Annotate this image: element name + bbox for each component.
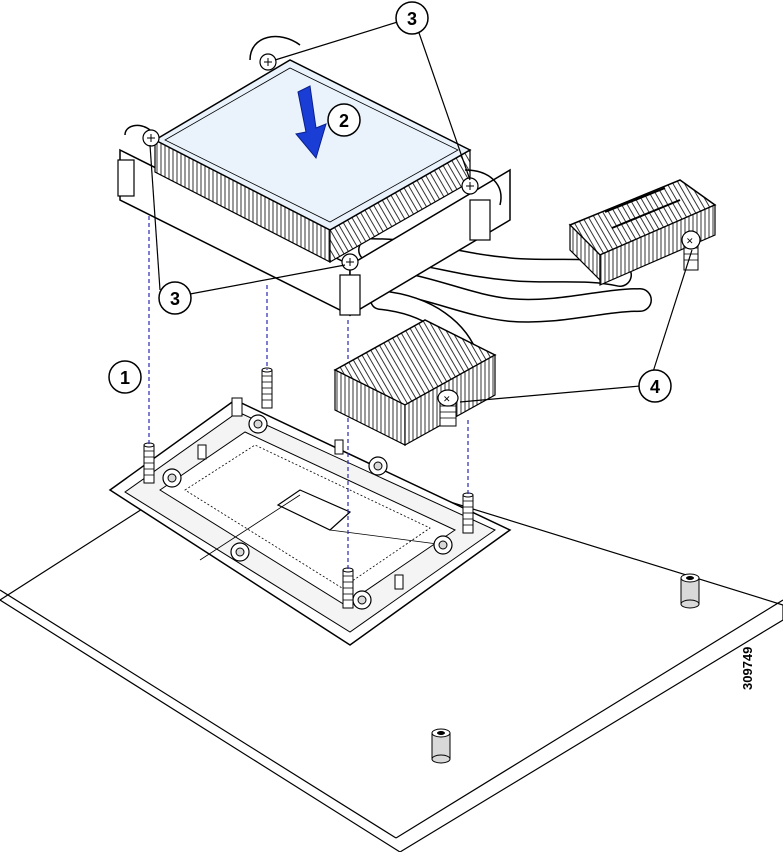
callout-label: 3: [407, 9, 417, 29]
svg-text:✕: ✕: [443, 395, 451, 405]
main-heatsink: [117, 35, 511, 317]
socket-screw: [248, 414, 268, 434]
alignment-guides: [148, 195, 469, 570]
callout-3-left: 3: [158, 281, 192, 315]
remote-heatsink: [568, 179, 717, 286]
callout-label: 3: [170, 289, 180, 309]
callout-label: 1: [120, 368, 130, 388]
callout-2: 2: [327, 103, 361, 137]
callout-label: 2: [339, 111, 349, 131]
remote-heatsink-screw: ✕: [681, 230, 701, 271]
heatsink-screw: [142, 129, 160, 147]
callout-leaders: [149, 19, 693, 403]
socket-screw: [368, 456, 388, 476]
heatsink-screw: [341, 253, 359, 271]
figure-id: 309749: [740, 647, 755, 690]
threaded-stud: [261, 367, 273, 409]
heatsink-screw: [461, 177, 479, 195]
socket-screw: [433, 535, 453, 555]
heatsink-screw: [259, 53, 277, 71]
threaded-stud: [462, 492, 474, 534]
threaded-stud: [143, 442, 155, 484]
svg-text:✕: ✕: [686, 237, 694, 247]
callout-4: 4: [638, 369, 672, 403]
motherboard-standoff: [431, 728, 451, 764]
socket-screw: [352, 590, 372, 610]
socket-screw: [230, 542, 250, 562]
socket-screw: [162, 468, 182, 488]
down-arrow-icon: [295, 85, 327, 160]
callout-label: 4: [650, 377, 660, 397]
auxiliary-heatsink-screw: ✕: [437, 389, 459, 427]
cpu-socket: [108, 397, 512, 646]
motherboard-standoff: [680, 573, 700, 609]
callout-3-top: 3: [395, 1, 429, 35]
callout-1: 1: [108, 360, 142, 394]
threaded-stud: [342, 567, 354, 609]
